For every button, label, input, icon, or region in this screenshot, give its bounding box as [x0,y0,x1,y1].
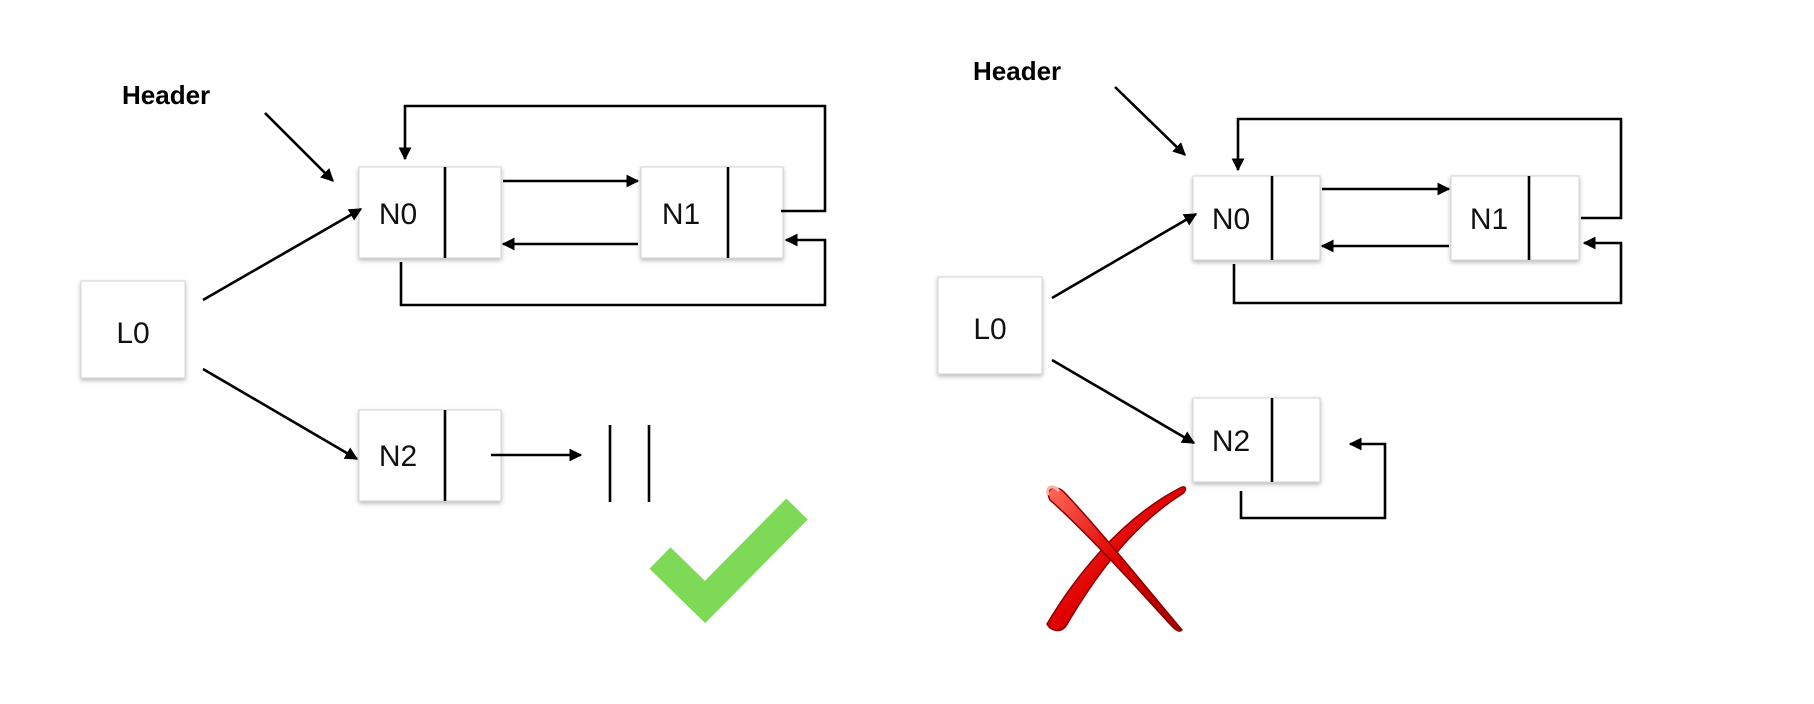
l0-to-n2-edge [202,367,359,461]
n1-node: N1 [640,166,784,259]
n1-label: N1 [662,198,700,231]
right-panel: Header L0 N0 N1 N2 [937,56,1623,632]
n1-to-n0-wrap-edge [1231,117,1623,220]
l0-to-n0-edge [1051,212,1198,300]
n0-node: N0 [358,166,502,259]
header-pointer-arrow [1114,86,1186,156]
l0-node: L0 [80,280,186,379]
n2-self-loop-edge [1239,437,1387,520]
l0-to-n2-edge [1051,358,1196,445]
checkmark-icon [649,498,808,624]
l0-to-n0-edge [202,207,363,302]
l0-label: L0 [116,317,149,350]
n2-node: N2 [1192,397,1321,483]
header-label: Header [122,80,210,110]
header-pointer-arrow [264,112,334,182]
left-panel: Header L0 N0 N1 N2 [80,80,827,624]
n1-node: N1 [1450,175,1580,261]
l0-node: L0 [937,276,1043,375]
cross-mark-icon [1046,485,1187,632]
n1-label: N1 [1470,203,1508,236]
n0-label: N0 [379,198,417,231]
n0-label: N0 [1212,203,1250,236]
n2-node: N2 [358,409,502,502]
n2-label: N2 [1212,425,1250,458]
null-terminator-icon [608,425,651,502]
n0-to-n1-wrap-edge [399,233,827,307]
l0-label: L0 [973,313,1006,346]
n1-to-n0-wrap-edge [398,104,827,213]
n0-to-n1-wrap-edge [1232,236,1623,305]
n2-label: N2 [379,440,417,473]
n0-node: N0 [1192,175,1321,261]
header-label: Header [973,56,1061,86]
